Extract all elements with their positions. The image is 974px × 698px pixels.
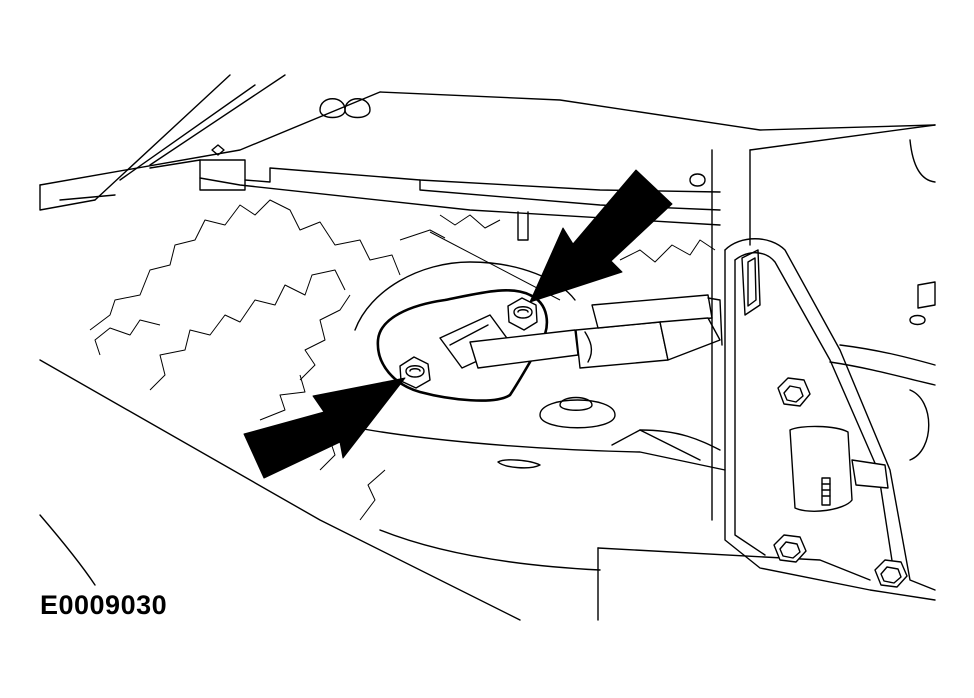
seat-bracket <box>711 124 936 601</box>
bracket-bolt-bottom-right <box>874 559 908 588</box>
bracket-bolt-top <box>777 377 811 407</box>
callout-arrow-upper <box>529 169 673 303</box>
figure-reference-label: E0009030 <box>40 590 168 620</box>
right-side-details <box>829 281 936 461</box>
bracket-nut-lower <box>399 356 431 389</box>
wiring-harness <box>469 294 723 369</box>
callout-arrow-lower <box>243 377 406 479</box>
body-panel <box>39 74 936 301</box>
bracket-bolt-bottom-left <box>773 534 807 563</box>
bracket-nut-upper <box>507 297 538 331</box>
